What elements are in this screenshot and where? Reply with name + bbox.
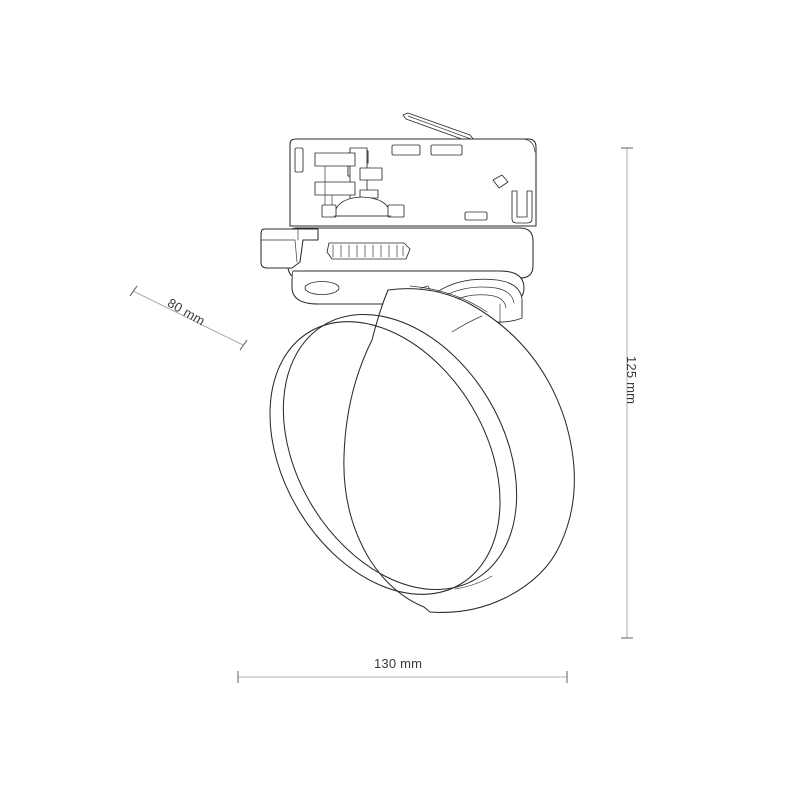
cylindrical-lamp-head [269, 285, 575, 613]
height-dimension-label: 125 mm [624, 356, 639, 405]
adapter-diamond-marker [492, 174, 509, 189]
adapter-left-slot [294, 147, 304, 173]
adapter-rotation-hub [321, 196, 405, 218]
adapter-u-bracket [511, 190, 533, 224]
height-dimension-line [621, 147, 633, 639]
adapter-top-notches [391, 144, 463, 156]
adapter-side-clip [260, 228, 319, 269]
depth-dimension-line [129, 285, 248, 351]
knurled-grip-strip [326, 242, 411, 260]
adapter-small-tab [464, 211, 488, 221]
width-dimension-label: 130 mm [374, 656, 423, 671]
width-dimension-line [237, 671, 568, 683]
